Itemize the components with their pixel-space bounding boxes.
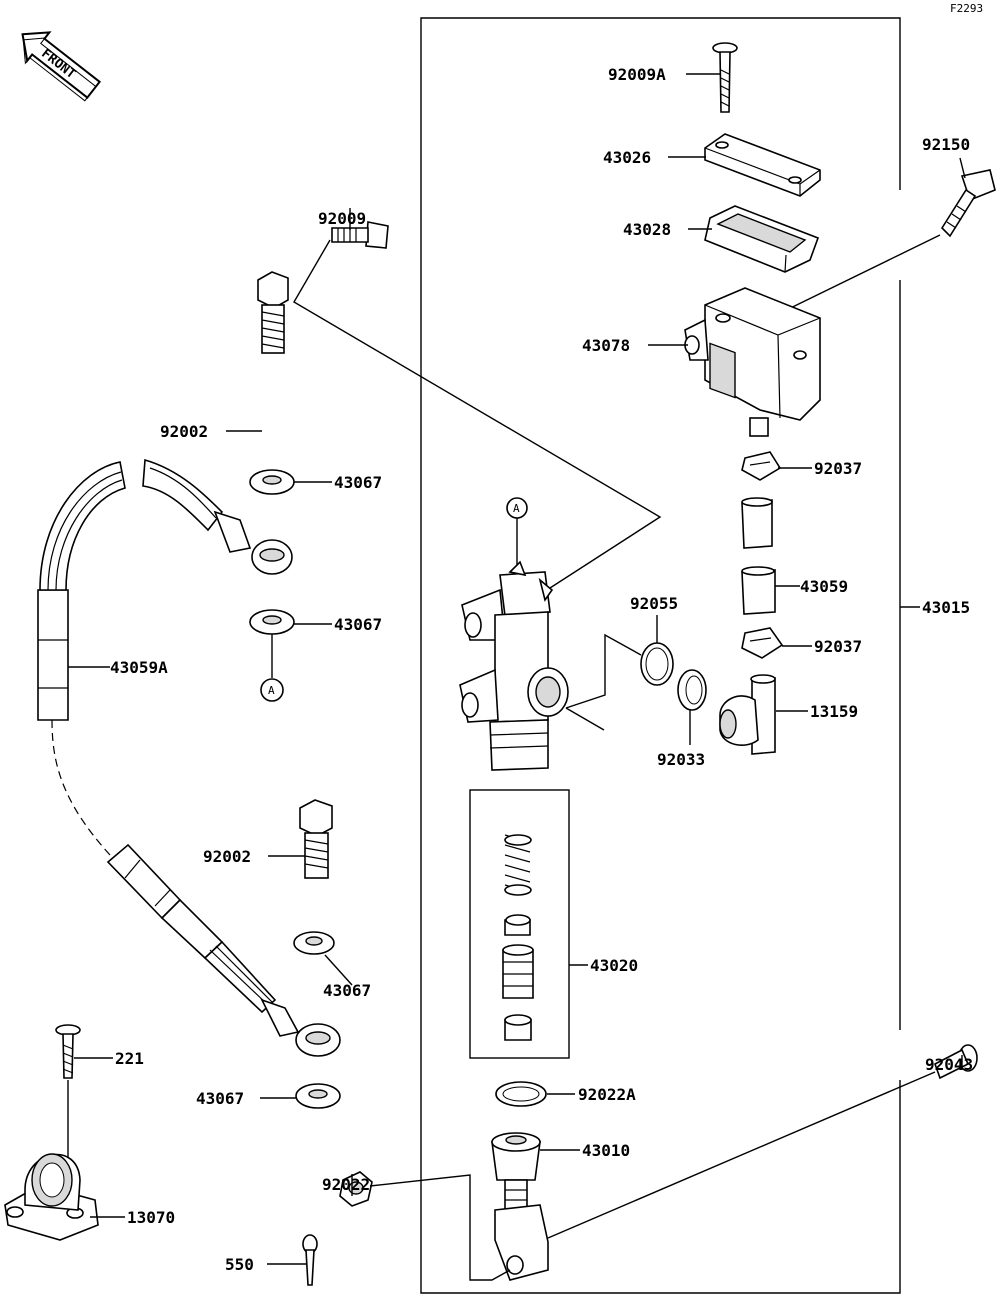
holder-13070	[4, 1153, 99, 1241]
push-rod-43010	[491, 1132, 549, 1281]
screw-221	[55, 1024, 81, 1079]
figure-code: F2293	[950, 2, 983, 15]
brake-hose-43059A	[37, 458, 293, 856]
master-cylinder-body	[459, 560, 569, 771]
diaphragm-43028	[704, 205, 820, 273]
label-13159: 13159	[810, 702, 858, 721]
label-221: 221	[115, 1049, 144, 1068]
label-43067-c: 43067	[323, 981, 371, 1000]
svg-text:A: A	[513, 502, 520, 515]
svg-text:A: A	[268, 684, 275, 697]
elbow-fitting-13159	[719, 674, 776, 755]
banjo-bolt-92002-mid	[299, 799, 333, 879]
label-92009A: 92009A	[608, 65, 666, 84]
washer-43067-c	[293, 931, 335, 955]
bolt-92150	[940, 169, 996, 238]
reservoir-cap-43026	[704, 133, 821, 197]
label-43010: 43010	[582, 1141, 630, 1160]
label-92033: 92033	[657, 750, 705, 769]
label-92002-mid: 92002	[203, 847, 251, 866]
label-43059: 43059	[800, 577, 848, 596]
callout-a-left: A	[260, 678, 284, 702]
hose-43059	[741, 566, 776, 615]
label-92037-top: 92037	[814, 459, 862, 478]
banjo-bolt-92002-top	[257, 271, 289, 354]
callout-a-top: A	[506, 497, 528, 590]
label-43078: 43078	[582, 336, 630, 355]
nut-92022	[339, 1171, 373, 1207]
label-43020: 43020	[590, 956, 638, 975]
label-43067-b: 43067	[334, 615, 382, 634]
clamp-92037-bottom	[741, 627, 784, 659]
piston-kit-43020	[469, 789, 570, 1059]
label-92022A: 92022A	[578, 1085, 636, 1104]
label-92150: 92150	[922, 135, 970, 154]
bolt-92009A	[712, 42, 738, 113]
label-43015: 43015	[922, 598, 970, 617]
washer-43067-b	[249, 609, 295, 635]
label-43026: 43026	[603, 148, 651, 167]
assembly-bracket-43015	[420, 17, 920, 1294]
label-92022: 92022	[322, 1175, 370, 1194]
washer-43067-d	[295, 1083, 341, 1109]
reservoir-body-43078	[684, 287, 821, 437]
circlip-92022A	[495, 1081, 547, 1107]
brake-hose-lower	[106, 843, 341, 1057]
label-13070: 13070	[127, 1208, 175, 1227]
cotter-pin-550	[302, 1234, 318, 1286]
label-92009: 92009	[318, 209, 366, 228]
label-92037-bottom: 92037	[814, 637, 862, 656]
o-ring-92055	[640, 642, 674, 686]
label-92002-top: 92002	[160, 422, 208, 441]
pin-92043	[934, 1044, 978, 1080]
washer-43067-a	[249, 469, 295, 495]
label-43067-a: 43067	[334, 473, 382, 492]
label-92055: 92055	[630, 594, 678, 613]
label-43067-d: 43067	[196, 1089, 244, 1108]
front-direction-arrow: FRONT	[21, 31, 102, 102]
label-43028: 43028	[623, 220, 671, 239]
bolt-92009	[331, 221, 389, 249]
label-550: 550	[225, 1255, 254, 1274]
hose-segment-upper	[741, 497, 773, 549]
label-43059A: 43059A	[110, 658, 168, 677]
clamp-92037-top	[741, 451, 782, 481]
circlip-92033	[677, 669, 707, 711]
label-92043: 92043	[925, 1055, 973, 1074]
